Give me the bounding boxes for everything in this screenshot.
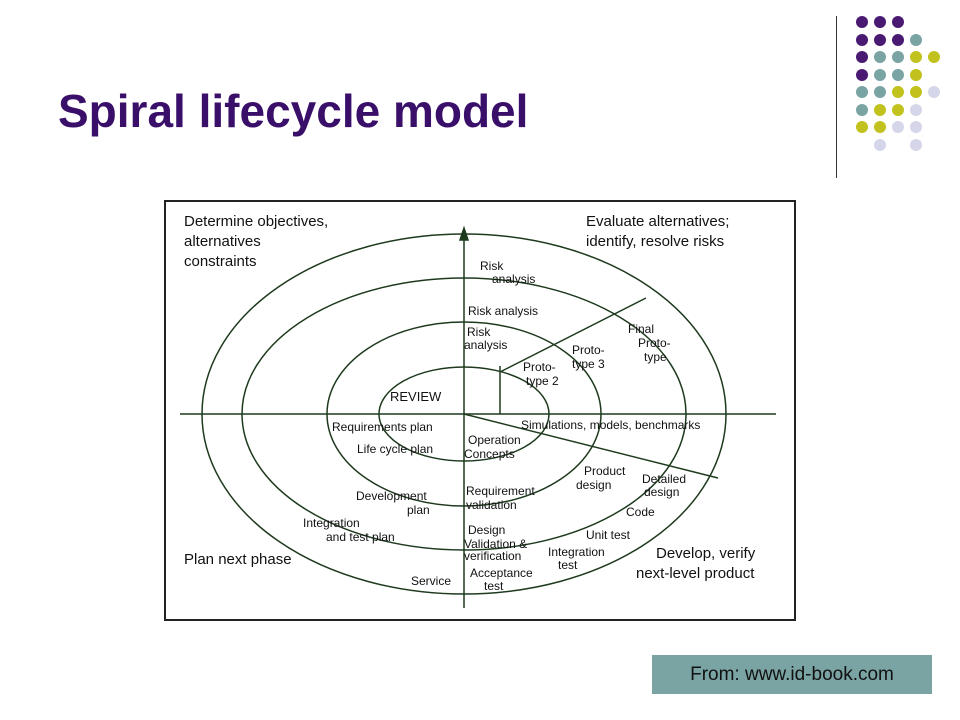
prototype-2-label: Proto- type 2 [523,360,559,388]
acceptance-test-label: Acceptance test [470,566,536,593]
dot [910,51,922,63]
risk-analysis-inner: Risk analysis [464,325,507,352]
risk-analysis-outer: Risk analysis [480,259,535,286]
dot [874,104,886,116]
spiral-ring-inner [378,366,550,462]
quadrant-bottom-right-label: Develop, verify next-level product [636,545,759,582]
dot [856,121,868,133]
dot [892,51,904,63]
dot [910,69,922,81]
design-validation-label: Design Validation & verification [464,523,531,563]
prototype-3-label: Proto- type 3 [572,343,608,371]
dot [892,34,904,46]
operation-concepts-label: Operation Concepts [464,433,524,461]
dot [856,51,868,63]
dot [892,121,904,133]
simulations-label: Simulations, models, benchmarks [521,418,700,432]
slide-title: Spiral lifecycle model [58,85,529,137]
development-plan-label: Development plan [356,489,430,517]
review-label: REVIEW [390,389,442,404]
dot [856,104,868,116]
dot [910,34,922,46]
dot [874,51,886,63]
final-prototype-label: Final Proto- type [628,322,674,364]
dot [910,121,922,133]
dot [928,51,940,63]
quadrant-top-right-label: Evaluate alternatives; identify, resolve… [586,213,734,250]
dot [856,34,868,46]
detailed-design-label: Detailed design [642,472,689,499]
dot [892,16,904,28]
dot [928,86,940,98]
unit-test-label: Unit test [586,528,631,542]
lifecycle-plan-label: Life cycle plan [357,442,433,456]
dot [874,139,886,151]
source-caption-text: From: www.id-book.com [690,663,894,685]
source-caption: From: www.id-book.com [652,655,932,694]
dot [892,86,904,98]
dot [910,86,922,98]
quadrant-top-left-label: Determine objectives, alternatives const… [184,213,332,270]
spiral-diagram-canvas: Determine objectives, alternatives const… [180,213,776,608]
code-label: Code [626,505,655,519]
dot [910,104,922,116]
prototype-radial-line [499,297,647,373]
dot [874,34,886,46]
spiral-ring-second [326,321,602,507]
requirements-plan-label: Requirements plan [332,420,433,434]
dot [892,104,904,116]
service-label: Service [411,574,451,588]
develop-radial-line [463,413,719,479]
vertical-divider [836,16,837,178]
dot [856,69,868,81]
product-design-label: Product design [576,464,629,492]
dot [856,16,868,28]
risk-analysis-middle: Risk analysis [468,304,538,318]
spiral-ring-third [241,277,687,551]
dot [874,16,886,28]
spiral-diagram: Determine objectives, alternatives const… [164,200,796,621]
integration-plan-label: Integration and test plan [303,516,395,544]
dot [874,69,886,81]
integration-test-label: Integration test [548,545,608,572]
dot [856,86,868,98]
quadrant-bottom-left-label: Plan next phase [184,551,292,568]
dot [874,121,886,133]
requirement-validation-label: Requirement validation [466,484,538,512]
spiral-ring-outer [201,233,727,595]
dot [892,69,904,81]
dot [874,86,886,98]
dot [910,139,922,151]
